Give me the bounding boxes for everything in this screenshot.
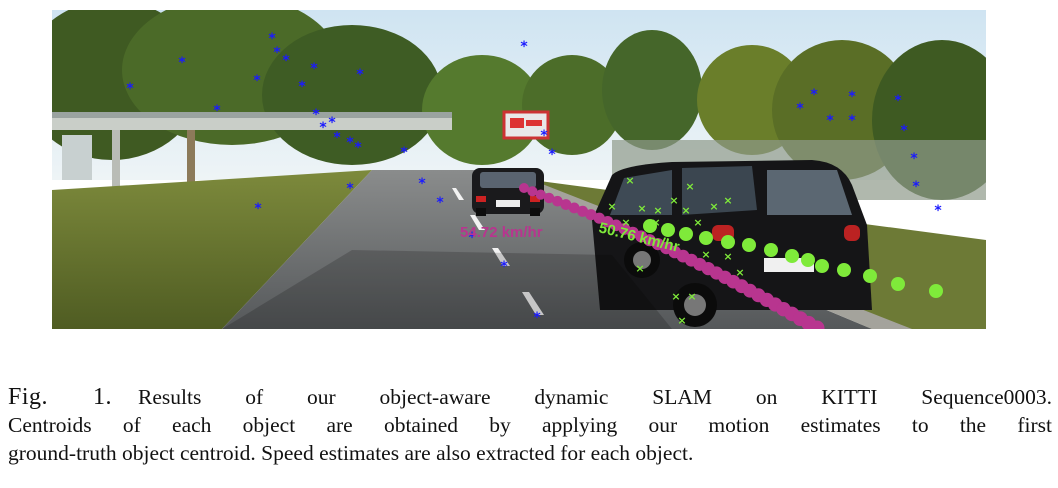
feature-marker: * xyxy=(934,203,942,219)
object-a-trajectory xyxy=(519,183,825,329)
feature-marker: * xyxy=(533,310,541,326)
trajectory-point xyxy=(721,235,735,249)
feature-marker: * xyxy=(796,101,804,117)
feature-marker: × xyxy=(685,180,694,193)
feature-marker: × xyxy=(677,314,686,327)
billboard xyxy=(502,110,550,140)
feature-marker: * xyxy=(312,107,320,123)
trajectory-point xyxy=(560,199,572,210)
feature-marker: × xyxy=(607,200,616,213)
object-a-speed-label: 54.72 km/hr xyxy=(460,224,543,241)
feature-marker: × xyxy=(723,194,732,207)
feature-marker: * xyxy=(468,230,476,246)
feature-marker: × xyxy=(651,216,660,229)
car-far xyxy=(472,168,544,216)
trajectory-point xyxy=(543,192,555,204)
feature-marker: × xyxy=(621,216,630,229)
feature-marker: * xyxy=(178,55,186,71)
feature-marker: * xyxy=(328,115,336,131)
caption-line-3: ground-truth object centroid. Speed esti… xyxy=(8,441,694,465)
object-b-trajectory xyxy=(643,219,943,298)
trajectory-point xyxy=(699,231,713,245)
trajectory-point xyxy=(661,223,675,237)
pedestrian-bridge xyxy=(52,112,452,205)
trajectory-point xyxy=(643,219,657,233)
figure-label: Fig. 1. xyxy=(8,384,113,410)
feature-marker: * xyxy=(548,147,556,163)
trajectory-point xyxy=(679,227,693,241)
feature-marker: * xyxy=(310,61,318,77)
feature-marker: * xyxy=(333,130,341,146)
caption-line-2: Centroids of each object are obtained by… xyxy=(8,413,1052,437)
feature-marker: * xyxy=(900,123,908,139)
trajectory-point xyxy=(785,249,799,263)
feature-marker: * xyxy=(848,89,856,105)
feature-marker: * xyxy=(826,113,834,129)
feature-marker: * xyxy=(356,67,364,83)
figure-caption: Fig. 1. Results of our object-aware dynam… xyxy=(8,383,1052,467)
feature-marker: * xyxy=(354,140,362,156)
kitti-figure: ************************************* ××… xyxy=(52,10,986,329)
object-b-feature-markers: ××××××××××××××××××× xyxy=(607,174,744,327)
feature-marker: × xyxy=(687,290,696,303)
feature-marker: * xyxy=(254,201,262,217)
trajectory-point xyxy=(742,238,756,252)
trajectory-point xyxy=(809,320,825,329)
building xyxy=(62,135,92,180)
feature-markers: ************************************* xyxy=(126,31,942,326)
trajectory-point xyxy=(552,195,563,207)
trajectory-point xyxy=(801,253,815,267)
trajectory-point xyxy=(519,183,529,193)
trajectory-point xyxy=(527,186,538,197)
caption-line-1: Results of our object-aware dynamic SLAM… xyxy=(138,385,1052,409)
feature-marker: * xyxy=(848,113,856,129)
car-near xyxy=(592,160,872,327)
feature-marker: * xyxy=(319,120,327,136)
feature-marker: * xyxy=(436,195,444,211)
trajectory-point xyxy=(577,205,589,217)
feature-marker: * xyxy=(346,181,354,197)
trajectory-point xyxy=(891,277,905,291)
feature-marker: * xyxy=(810,87,818,103)
feature-marker: × xyxy=(671,290,680,303)
feature-marker: × xyxy=(735,266,744,279)
lane-markings xyxy=(452,188,544,315)
feature-marker: × xyxy=(709,200,718,213)
tree-shadow xyxy=(222,250,672,329)
feature-marker: * xyxy=(346,135,354,151)
feature-marker: * xyxy=(540,128,548,144)
feature-marker: * xyxy=(400,145,408,161)
feature-marker: × xyxy=(635,262,644,275)
feature-marker: * xyxy=(912,179,920,195)
feature-marker: * xyxy=(282,53,290,69)
grass-verge xyxy=(52,170,372,329)
feature-marker: × xyxy=(653,204,662,217)
trajectory-point xyxy=(929,284,943,298)
feature-marker: * xyxy=(213,103,221,119)
trajectory-point xyxy=(568,202,580,214)
feature-marker: * xyxy=(268,31,276,47)
feature-marker: * xyxy=(253,73,261,89)
feature-marker: × xyxy=(693,216,702,229)
trajectory-point xyxy=(535,189,546,200)
feature-marker: * xyxy=(418,176,426,192)
feature-marker: × xyxy=(637,202,646,215)
trajectory-point xyxy=(863,269,877,283)
feature-marker: × xyxy=(669,194,678,207)
trajectory-point xyxy=(764,243,778,257)
feature-marker: * xyxy=(126,81,134,97)
feature-marker: * xyxy=(910,151,918,167)
trajectory-point xyxy=(837,263,851,277)
feature-marker: × xyxy=(625,174,634,187)
feature-marker: × xyxy=(681,204,690,217)
feature-marker: * xyxy=(520,39,528,55)
feature-marker: * xyxy=(298,79,306,95)
feature-marker: * xyxy=(500,259,508,275)
trajectory-point xyxy=(815,259,829,273)
feature-marker: × xyxy=(701,248,710,261)
feature-marker: * xyxy=(894,93,902,109)
feature-marker: × xyxy=(723,250,732,263)
feature-marker: * xyxy=(273,45,281,61)
